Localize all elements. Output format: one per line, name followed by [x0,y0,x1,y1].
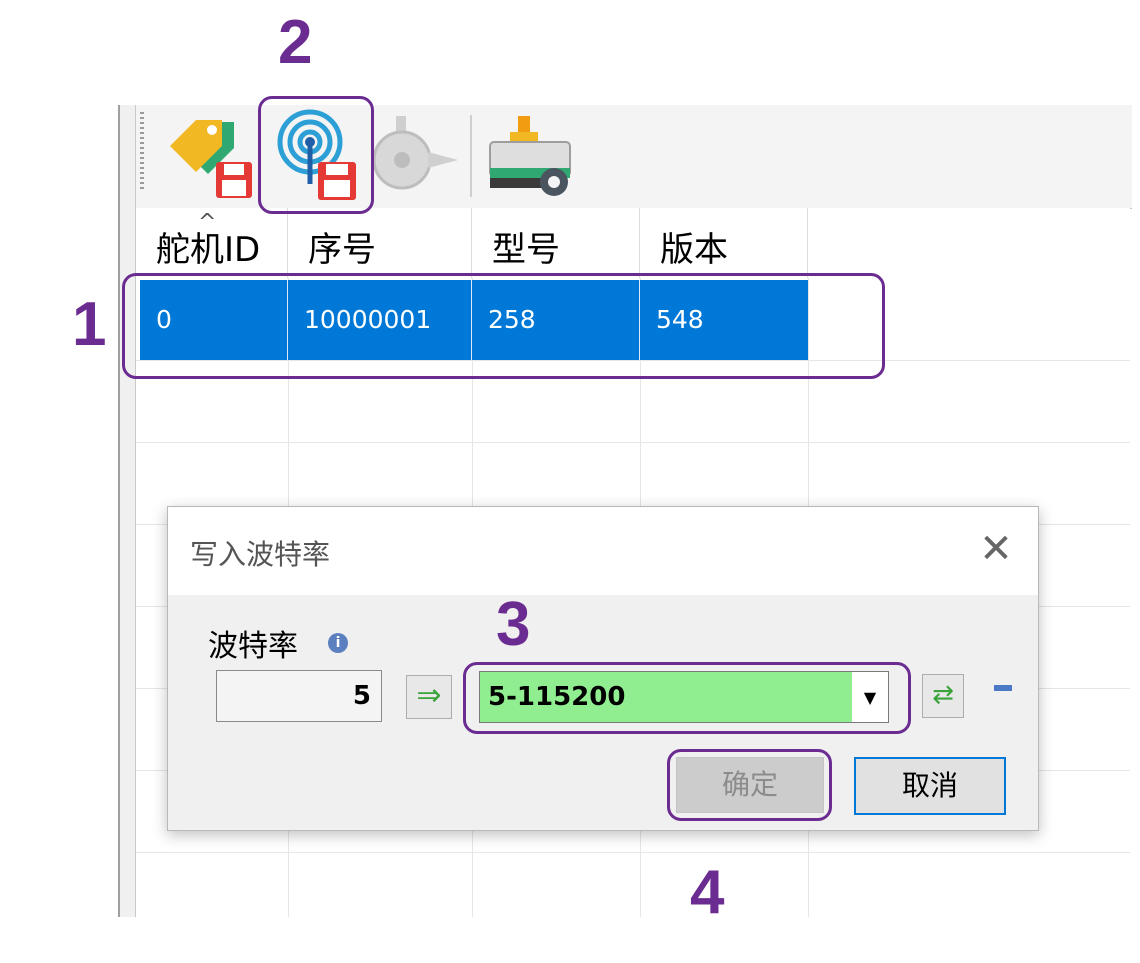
current-baud-field[interactable]: 5 [216,670,382,722]
apply-arrow-button[interactable]: ⇒ [406,675,452,719]
toolbar-separator [470,115,472,197]
column-header-servo-id[interactable]: 舵机ID [136,208,288,278]
column-header-label: 型号 [492,230,560,270]
callout-box-4 [667,749,832,821]
toolbar-grip[interactable] [140,112,144,190]
ok-button[interactable]: 确定 [676,757,824,813]
motor-settings-icon [489,116,571,196]
column-header-label: 舵机ID [156,230,261,270]
baud-label: 波特率 [208,629,298,664]
baud-rate-select[interactable]: 5-115200 ▼ [479,671,889,723]
callout-box-1 [122,273,885,379]
minus-icon[interactable] [994,685,1012,691]
green-arrow-icon: ⇒ [416,678,442,713]
callout-number-2: 2 [278,8,313,77]
column-header-label: 序号 [308,230,376,270]
wireless-save-button[interactable] [264,108,364,204]
wireless-save-icon [277,109,356,200]
callout-number-3: 3 [496,590,531,659]
grid-line [136,360,1130,361]
write-baud-dialog: 写入波特率 ✕ 波特率 i 5 ⇒ 5-115200 ▼ ⇄ 确定 取消 [167,506,1039,831]
baud-rate-selected: 5-115200 [488,682,626,712]
callout-number-4: 4 [690,858,725,927]
refresh-button[interactable]: ⇄ [922,674,964,718]
refresh-icon: ⇄ [932,680,954,710]
dialog-title: 写入波特率 [190,538,331,571]
cell-version: 548 [656,305,704,334]
column-header-serial[interactable]: 序号 [288,208,472,278]
cell-servo-id: 0 [140,280,288,360]
tag-save-button[interactable] [162,108,258,204]
column-header-version[interactable]: 版本 [640,208,808,278]
dropdown-arrow-icon[interactable]: ▼ [852,672,888,722]
table-row[interactable]: 0 10000001 258 548 [140,280,808,360]
sort-caret-icon: ^ [198,210,217,235]
callout-box-3 [463,662,911,734]
servo-horn-button[interactable] [366,108,464,204]
callout-number-1: 1 [72,290,107,359]
cell-serial: 10000001 [288,280,472,360]
tag-save-icon [170,120,252,198]
callout-box-2 [258,96,374,214]
servo-horn-icon [372,116,458,190]
grid-line [136,442,1130,443]
cancel-button[interactable]: 取消 [854,757,1006,815]
close-icon[interactable]: ✕ [979,526,1013,572]
column-header-label: 版本 [660,230,728,270]
dialog-title-bar: 写入波特率 ✕ [168,507,1038,595]
window-frame-left [118,105,136,917]
motor-settings-button[interactable] [484,108,580,204]
cell-model: 258 [472,280,640,360]
grid-line [136,852,1130,853]
column-header-model[interactable]: 型号 [472,208,640,278]
info-icon[interactable]: i [328,633,348,653]
